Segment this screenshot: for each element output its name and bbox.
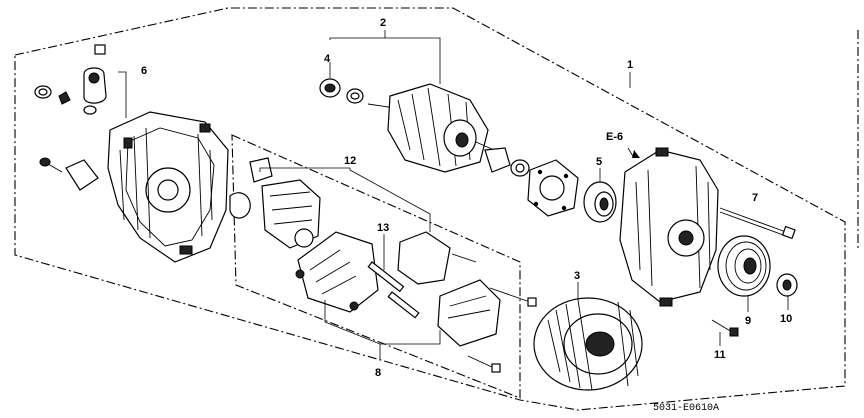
- through-bolt: [719, 207, 796, 240]
- mounting-bolt: [711, 319, 739, 337]
- callout-9: 9: [745, 315, 751, 327]
- callout-e6: E-6: [606, 131, 623, 143]
- terminal-assembly: [34, 44, 127, 118]
- e6-arrow: [632, 150, 640, 158]
- callout-5: 5: [596, 156, 602, 168]
- brush-holder: [229, 157, 321, 249]
- callout-8: 8: [375, 367, 381, 379]
- pulley-nut: [776, 273, 798, 297]
- assembly-frame: [14, 7, 846, 411]
- front-housing: [619, 147, 719, 307]
- rotor-assembly: [319, 30, 495, 173]
- callout-7: 7: [752, 192, 758, 204]
- callout-4: 4: [324, 53, 331, 65]
- spacer-and-bearing-small: [484, 147, 530, 177]
- callout-2: 2: [380, 17, 386, 29]
- leader-8: [324, 300, 441, 360]
- regulator: [397, 231, 537, 373]
- bearing-retainer-plate: [527, 159, 579, 217]
- callout-6: 6: [141, 65, 147, 77]
- bolt-left: [39, 157, 99, 191]
- callout-3: 3: [574, 270, 580, 282]
- stator: [533, 297, 643, 391]
- leader-12: [259, 167, 431, 232]
- drawing-code: 5031-E0610A: [653, 403, 719, 414]
- rear-housing: [107, 111, 229, 263]
- pulley: [717, 235, 771, 297]
- callout-1: 1: [627, 59, 633, 71]
- regulator-group-frame: [231, 134, 521, 399]
- callout-12: 12: [344, 155, 356, 167]
- rectifier-assembly: [295, 231, 420, 319]
- front-bearing: [583, 181, 617, 223]
- callout-11: 11: [714, 349, 726, 361]
- callout-13: 13: [377, 222, 389, 234]
- callout-10: 10: [780, 313, 792, 325]
